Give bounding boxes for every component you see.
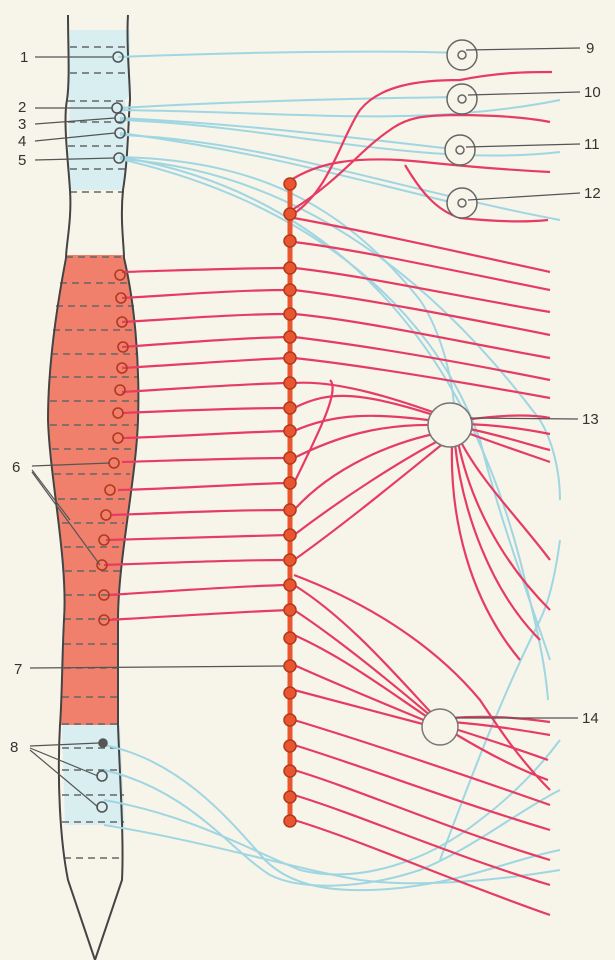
- ganglion-14: [422, 709, 458, 745]
- sacral-segment-fill: [62, 725, 125, 825]
- label-4: 4: [18, 133, 26, 150]
- label-1: 1: [20, 49, 28, 66]
- label-9: 9: [586, 40, 594, 57]
- label-14: 14: [582, 710, 599, 727]
- label-5: 5: [18, 152, 26, 169]
- ganglion-13: [428, 403, 472, 447]
- label-13: 13: [582, 411, 599, 428]
- cranial-ganglia: [445, 40, 477, 218]
- parasympathetic-fibers: [104, 52, 560, 891]
- label-7: 7: [14, 661, 22, 678]
- label-11: 11: [584, 136, 600, 153]
- label-12: 12: [584, 185, 601, 202]
- label-6: 6: [12, 459, 20, 476]
- label-3: 3: [18, 116, 26, 133]
- ganglion-11: [445, 135, 475, 165]
- sympathetic-trunk: [284, 178, 296, 827]
- ganglion-9: [447, 40, 477, 70]
- label-2: 2: [18, 99, 26, 116]
- ganglion-12: [447, 188, 477, 218]
- ganglion-10: [447, 84, 477, 114]
- label-8: 8: [10, 739, 18, 756]
- label-10: 10: [584, 84, 601, 101]
- sympathetic-postganglionic-fibers: [288, 72, 552, 915]
